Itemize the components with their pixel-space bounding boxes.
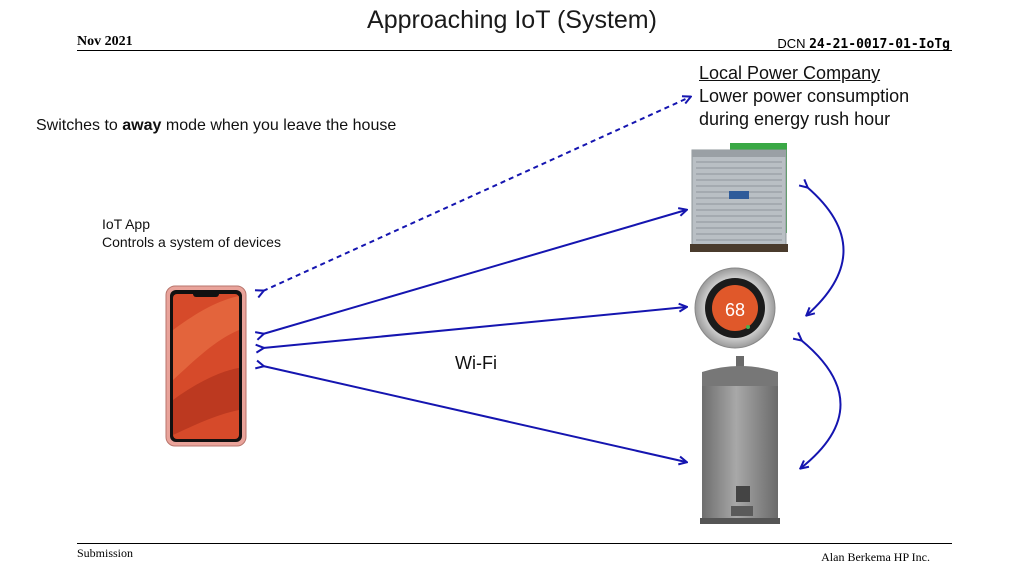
header-date: Nov 2021 [77,34,133,49]
thermostat-temperature: 68 [725,300,745,320]
slide-title: Approaching IoT (System) [367,6,657,34]
power-company-name: Local Power Company [699,63,881,83]
app-line2: Controls a system of devices [102,234,281,250]
dcn-prefix: DCN [777,36,806,51]
arrow-ac-thermostat [807,187,845,315]
app-line1: IoT App [102,216,151,232]
phone-icon [165,285,247,447]
arrow-thermostat-heater [801,340,842,468]
air-conditioner-icon [690,143,788,252]
power-company-label: Local Power Company Lower power consumpt… [699,62,909,131]
iot-app-label: IoT App Controls a system of devices [102,215,281,251]
away-prefix: Switches to [36,117,118,134]
footer-rule [77,543,952,544]
arrow-to-thermostat [263,307,686,348]
arrow-to-water-heater [263,366,686,462]
arrow-to-power-company [263,97,690,291]
water-heater-icon [700,356,780,524]
header-rule [77,50,952,51]
away-bold: away [122,117,162,134]
thermostat-icon: 68 [694,267,776,349]
footer-author: Alan Berkema HP Inc. [821,550,930,564]
header-dcn: DCN 24-21-0017-01-IoTg [777,36,950,52]
power-line1: Lower power consumption [699,86,910,106]
power-line2: during energy rush hour [699,109,891,129]
arrow-to-air-conditioner [263,210,686,334]
footer-submission: Submission [77,546,134,560]
connection-arrows [263,97,845,468]
dcn-number: 24-21-0017-01-IoTg [809,37,950,52]
